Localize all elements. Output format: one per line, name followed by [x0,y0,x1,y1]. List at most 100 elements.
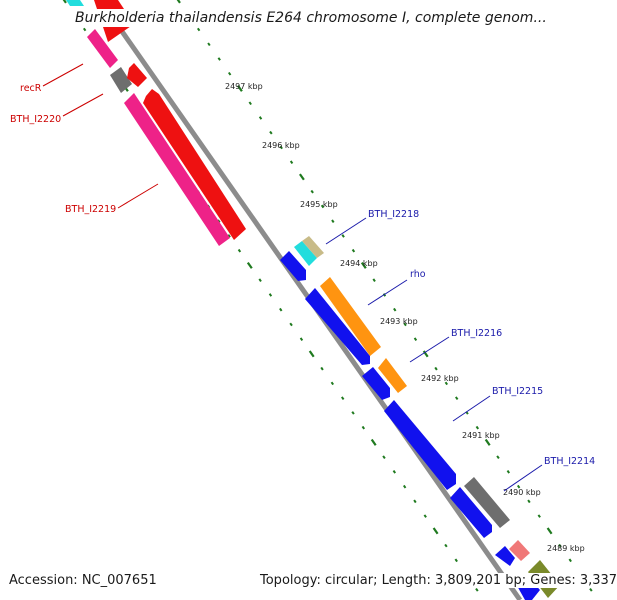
major-tick [236,84,243,92]
minor-tick [423,514,427,518]
gene-feature-blue-4[interactable] [384,400,456,490]
minor-tick [372,278,376,282]
major-tick [360,261,367,269]
leader-line-BTH_I2216 [409,336,450,363]
minor-tick [444,543,448,548]
minor-tick [331,219,335,223]
minor-tick [589,588,593,592]
label-leader-lines [42,63,543,492]
minor-tick [299,337,304,341]
scale-label: 2491 kbp [462,431,500,440]
gene-label-BTH_I2216[interactable]: BTH_I2216 [451,328,502,339]
gene-feature-red-3[interactable] [143,89,246,240]
minor-tick [320,204,325,209]
major-tick [298,173,305,181]
genome-summary-text: Topology: circular; Length: 3,809,201 bp… [260,573,617,588]
gene-label-BTH_I2220[interactable]: BTH_I2220 [10,114,61,125]
scale-label: 2497 kbp [225,82,263,91]
gene-feature-blue[interactable] [280,251,306,281]
gene-feature-salmon[interactable] [509,540,530,561]
minor-tick [269,130,273,135]
minor-tick [393,307,397,312]
minor-tick [434,366,438,371]
gene-feature-blue-2[interactable] [305,288,370,365]
gene-labels: recR BTH_I2220 BTH_I2219 BTH_I2218 rho B… [10,83,595,467]
gene-feature-blue-3[interactable] [362,367,390,400]
minor-tick [227,71,232,76]
gene-feature-red-2[interactable] [127,63,147,87]
minor-tick [82,27,87,32]
gene-feature-orange-2[interactable] [378,358,407,393]
gene-feature-gray[interactable] [110,67,132,93]
accession-text: Accession: NC_007651 [9,573,157,588]
minor-tick [268,293,273,297]
gene-feature-tan[interactable] [302,236,324,258]
gene-feature-pink-2[interactable] [124,93,230,246]
minor-tick [516,484,521,489]
major-tick [422,350,429,358]
leader-line-BTH_I2220 [62,93,104,117]
scale-labels: 2497 kbp 2496 kbp 2495 kbp 2494 kbp 2493… [225,82,585,553]
leader-line-BTH_I2215 [452,395,491,422]
major-tick [484,438,491,446]
map-title: Burkholderia thailandensis E264 chromoso… [72,9,598,27]
minor-tick [258,116,263,120]
leader-line-BTH_I2214 [503,464,543,492]
minor-tick [382,455,386,459]
minor-tick [444,381,449,386]
minor-tick [361,425,366,430]
minor-tick [279,145,283,150]
minor-tick [310,189,314,194]
minor-tick [475,425,480,430]
major-tick [370,438,377,446]
scale-label: 2489 kbp [547,544,585,553]
minor-tick [258,278,262,282]
minor-tick [413,499,417,504]
major-tick [546,527,553,535]
leader-line-rho [367,279,408,306]
minor-tick [341,234,345,238]
gene-feature-pink[interactable] [87,29,118,68]
minor-tick [330,381,335,386]
minor-tick [403,322,407,327]
minor-tick [537,514,541,518]
minor-tick [227,234,231,238]
feature-track [66,0,560,600]
minor-tick [340,396,345,400]
gene-label-recR[interactable]: recR [20,83,42,94]
scale-label: 2495 kbp [300,200,338,209]
major-tick [176,0,181,4]
leader-line-BTH_I2218 [325,217,367,245]
minor-tick [413,337,418,341]
gene-feature-blue-5[interactable] [450,487,492,538]
minor-tick [454,558,458,563]
gene-label-BTH_I2219[interactable]: BTH_I2219 [65,204,116,215]
gene-label-BTH_I2218[interactable]: BTH_I2218 [368,209,419,220]
minor-tick [454,396,459,400]
minor-tick [475,588,479,592]
gene-feature-cyan[interactable] [66,0,84,6]
minor-tick [527,499,531,504]
minor-tick [237,248,242,253]
gene-feature-orange[interactable] [320,277,381,356]
gene-label-rho[interactable]: rho [410,269,426,280]
major-tick [432,527,439,535]
gene-label-BTH_I2215[interactable]: BTH_I2215 [492,386,543,397]
minor-tick [289,322,293,327]
minor-tick [351,411,355,415]
minor-tick [351,248,356,253]
minor-tick [506,470,511,474]
minor-tick [248,101,252,106]
gene-feature-gray-2[interactable] [464,477,510,528]
gene-feature-cyan-2[interactable] [294,241,317,266]
scale-label: 2494 kbp [340,259,378,268]
scale-label: 2492 kbp [421,374,459,383]
scale-label: 2493 kbp [380,317,418,326]
minor-tick [568,558,572,563]
leader-line-BTH_I2219 [117,183,159,209]
gene-label-BTH_I2214[interactable]: BTH_I2214 [544,456,595,467]
minor-tick [558,543,562,548]
minor-tick [279,307,283,312]
minor-tick [402,484,407,489]
gene-feature-blue-6[interactable] [495,546,515,566]
